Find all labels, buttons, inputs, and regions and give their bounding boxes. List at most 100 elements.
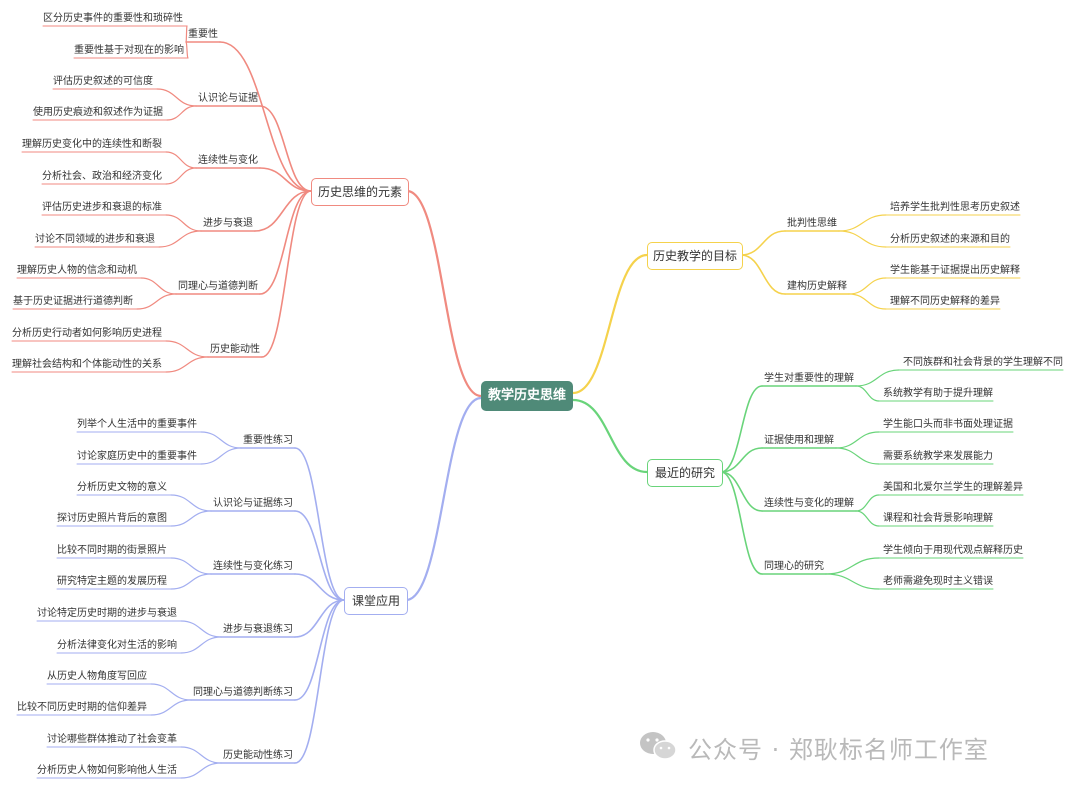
connector-line [136, 293, 177, 310]
connector-line [259, 190, 312, 295]
leaf-node[interactable]: 系统教学有助于提升理解 [883, 388, 993, 399]
sub-node[interactable]: 重要性练习 [243, 435, 293, 446]
leaf-node[interactable]: 比较不同历史时期的信仰差异 [17, 702, 147, 713]
branch-practice[interactable]: 课堂应用 [344, 587, 408, 615]
connector-line [855, 369, 900, 387]
leaf-node[interactable]: 需要系统教学来发展能力 [883, 451, 993, 462]
leaf-node[interactable]: 列举个人生活中的重要事件 [77, 419, 197, 430]
connector-line [294, 599, 345, 701]
connector-line [165, 214, 202, 232]
sub-node[interactable]: 历史能动性 [210, 344, 260, 355]
connector-line [180, 620, 222, 638]
leaf-node[interactable]: 培养学生批判性思考历史叙述 [890, 202, 1020, 213]
connector-line [259, 167, 312, 192]
leaf-node[interactable]: 学生能口头而非书面处理证据 [883, 419, 1013, 430]
connector-line [185, 25, 188, 43]
sub-node[interactable]: 建构历史解释 [787, 281, 847, 292]
leaf-node[interactable]: 分析历史人物如何影响他人生活 [37, 765, 177, 776]
leaf-node[interactable]: 分析法律变化对生活的影响 [57, 640, 177, 651]
leaf-node[interactable]: 比较不同时期的街景照片 [57, 545, 167, 556]
leaf-node[interactable]: 讨论特定历史时期的进步与衰退 [37, 608, 177, 619]
leaf-node[interactable]: 不同族群和社会背景的学生理解不同 [903, 357, 1063, 368]
leaf-node[interactable]: 评估历史进步和衰退的标准 [42, 202, 162, 213]
connector-line [294, 447, 345, 601]
connector-line [720, 471, 763, 512]
sub-node[interactable]: 批判性思维 [787, 218, 837, 229]
connector-line [165, 167, 197, 185]
leaf-node[interactable]: 讨论哪些群体推动了社会变革 [47, 734, 177, 745]
leaf-node[interactable]: 基于历史证据进行道德判断 [13, 296, 133, 307]
sub-node[interactable]: 历史能动性练习 [223, 750, 293, 761]
connector-line [404, 396, 483, 602]
connector-line [294, 573, 345, 601]
sub-node[interactable]: 认识论与证据练习 [213, 498, 293, 509]
sub-node[interactable]: 学生对重要性的理解 [764, 373, 854, 384]
leaf-node[interactable]: 课程和社会背景影响理解 [883, 513, 993, 524]
leaf-node[interactable]: 学生能基于证据提出历史解释 [890, 265, 1020, 276]
leaf-node[interactable]: 理解社会结构和个体能动性的关系 [12, 359, 162, 370]
leaf-node[interactable]: 理解历史变化中的连续性和断裂 [22, 139, 162, 150]
sub-node[interactable]: 同理心的研究 [764, 561, 824, 572]
sub-node[interactable]: 连续性与变化练习 [213, 561, 293, 572]
leaf-node[interactable]: 学生倾向于用现代观点解释历史 [883, 545, 1023, 556]
leaf-node[interactable]: 研究特定主题的发展历程 [57, 576, 167, 587]
sub-node[interactable]: 认识论与证据 [198, 93, 258, 104]
connector-line [720, 447, 763, 473]
leaf-node[interactable]: 分析历史文物的意义 [77, 482, 167, 493]
branch-research[interactable]: 最近的研究 [647, 459, 723, 487]
root-node[interactable]: 教学历史思维 [481, 381, 573, 411]
connector-line [848, 277, 887, 295]
connector-line [165, 151, 197, 169]
leaf-node[interactable]: 讨论不同领域的进步和衰退 [35, 234, 155, 245]
wechat-icon [640, 732, 677, 760]
sub-node[interactable]: 同理心与道德判断练习 [193, 687, 293, 698]
leaf-node[interactable]: 美国和北爱尔兰学生的理解差异 [883, 482, 1023, 493]
sub-node[interactable]: 连续性与变化 [198, 155, 258, 166]
leaf-node[interactable]: 理解历史人物的信念和动机 [17, 265, 137, 276]
leaf-node[interactable]: 理解不同历史解释的差异 [890, 296, 1000, 307]
leaf-node[interactable]: 老师需避免现时主义错误 [883, 576, 993, 587]
connector-line [720, 471, 763, 575]
branch-elements[interactable]: 历史思维的元素 [311, 178, 409, 206]
leaf-node[interactable]: 区分历史事件的重要性和琐碎性 [43, 13, 183, 24]
sub-node[interactable]: 证据使用和理解 [764, 435, 834, 446]
connector-line [259, 105, 312, 192]
connector-line [166, 105, 197, 121]
connector-line [848, 293, 887, 310]
connector-line [180, 636, 222, 654]
connector-line [740, 254, 786, 295]
connector-line [294, 510, 345, 601]
connector-line [835, 447, 880, 465]
connector-line [838, 230, 887, 248]
connector-line [158, 230, 202, 248]
connector-line [294, 599, 345, 764]
connector-line [720, 385, 763, 473]
connector-line [219, 41, 312, 192]
leaf-node[interactable]: 分析社会、政治和经济变化 [42, 171, 162, 182]
leaf-node[interactable]: 重要性基于对现在的影响 [74, 45, 184, 56]
sub-node[interactable]: 进步与衰退练习 [223, 624, 293, 635]
branch-goals[interactable]: 历史教学的目标 [647, 242, 743, 270]
connector-line [294, 599, 345, 638]
leaf-node[interactable]: 使用历史痕迹和叙述作为证据 [33, 107, 163, 118]
connector-line [180, 762, 222, 779]
connector-line [170, 510, 212, 527]
leaf-node[interactable]: 分析历史行动者如何影响历史进程 [12, 328, 162, 339]
leaf-node[interactable]: 分析历史叙述的来源和目的 [890, 234, 1010, 245]
connector-line [165, 340, 209, 358]
connector-line [855, 385, 880, 402]
connector-line [185, 41, 189, 59]
leaf-node[interactable]: 讨论家庭历史中的重要事件 [77, 451, 197, 462]
sub-node[interactable]: 同理心与道德判断 [178, 281, 258, 292]
sub-node[interactable]: 连续性与变化的理解 [764, 498, 854, 509]
leaf-node[interactable]: 评估历史叙述的可信度 [53, 76, 153, 87]
connector-line [165, 356, 209, 373]
leaf-node[interactable]: 探讨历史照片背后的意图 [57, 513, 167, 524]
leaf-node[interactable]: 从历史人物角度写回应 [47, 671, 147, 682]
connector-line [156, 88, 197, 107]
connector-line [838, 214, 887, 232]
sub-node[interactable]: 重要性 [188, 29, 218, 40]
sub-node[interactable]: 进步与衰退 [203, 218, 253, 229]
